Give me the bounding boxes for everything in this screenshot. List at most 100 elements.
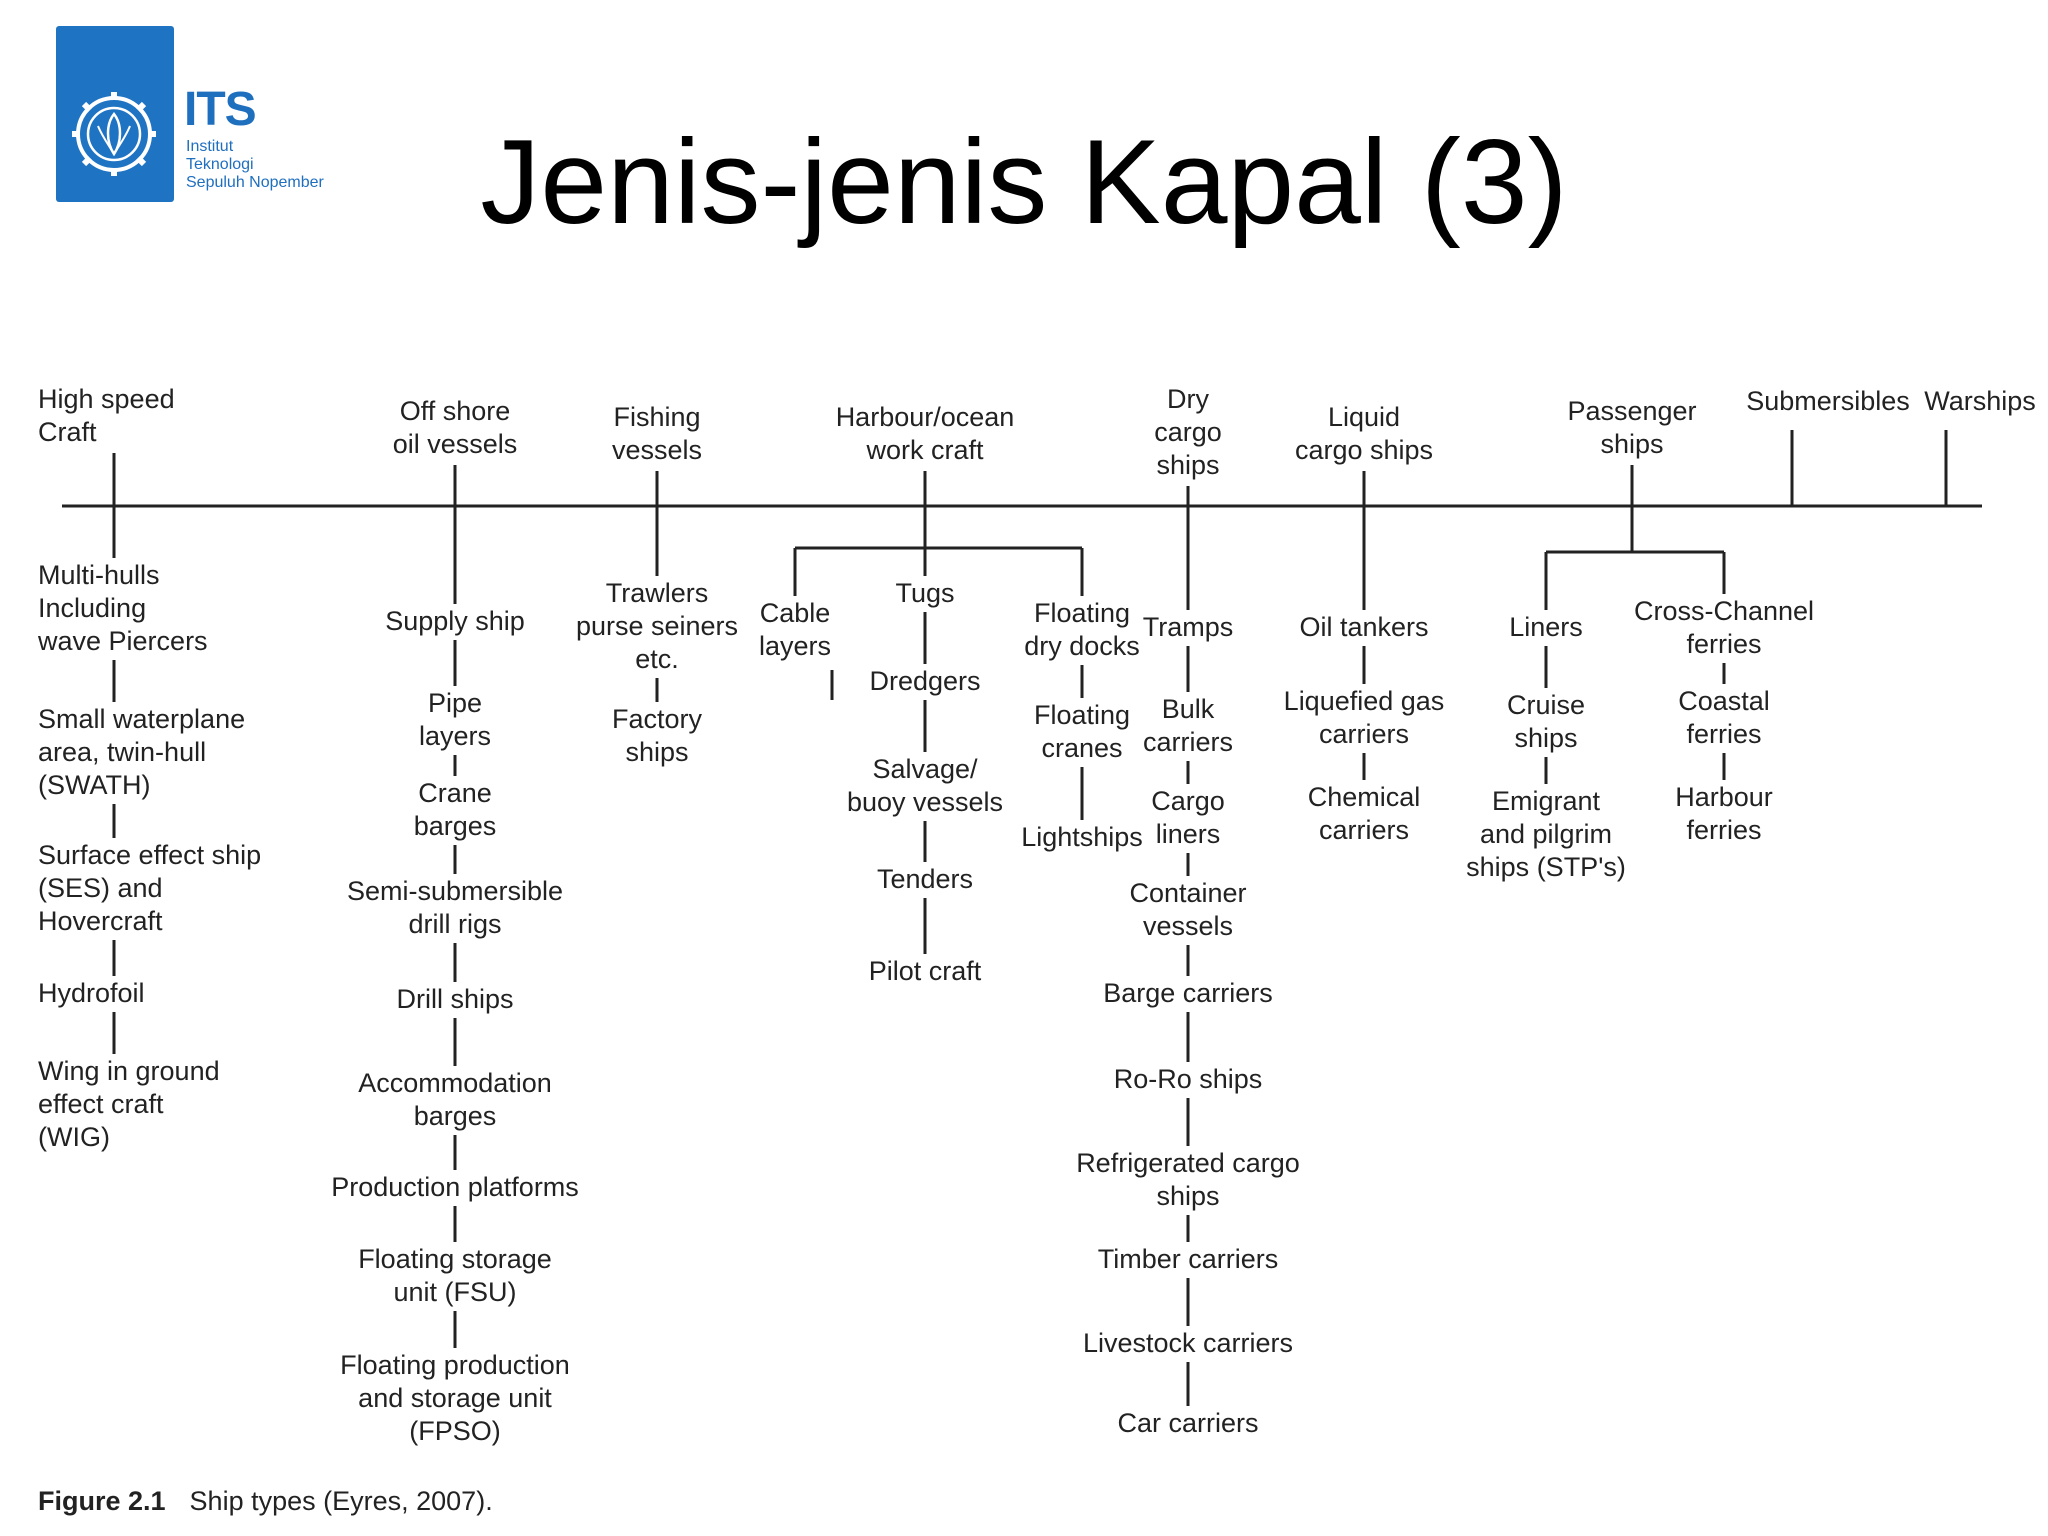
ship-type-item-line: Car carriers: [1117, 1408, 1258, 1438]
ship-type-item-line: Refrigerated cargo: [1076, 1148, 1300, 1178]
ship-type-item-line: liners: [1156, 819, 1221, 849]
ship-type-item-line: carriers: [1319, 815, 1409, 845]
ship-type-item-line: Pilot craft: [869, 956, 982, 986]
ship-type-item: Timber carriers: [1098, 1244, 1279, 1274]
category-label-line: Dry: [1167, 384, 1209, 414]
ship-type-item-line: Bulk: [1162, 694, 1215, 724]
ship-type-item: Barge carriers: [1103, 978, 1273, 1008]
ship-type-item: Lightships: [1021, 822, 1143, 852]
ship-type-item-line: Wing in ground: [38, 1056, 220, 1086]
logo-abbreviation: ITS: [184, 83, 257, 136]
ship-type-item: Livestock carriers: [1083, 1328, 1293, 1358]
ship-type-item-line: Chemical: [1308, 782, 1421, 812]
ship-type-item-line: Hovercraft: [38, 906, 163, 936]
ship-type-item-line: (SES) and: [38, 873, 163, 903]
ship-type-item: Supply ship: [385, 606, 525, 636]
ship-type-item-line: carriers: [1319, 719, 1409, 749]
ship-type-item-line: Multi-hulls: [38, 560, 160, 590]
ship-type-item-line: Production platforms: [331, 1172, 579, 1202]
ship-type-item-line: (WIG): [38, 1122, 110, 1152]
ship-type-item-line: Pipe: [428, 688, 482, 718]
category-label-line: ships: [1156, 450, 1219, 480]
ship-type-item-line: Dredgers: [869, 666, 980, 696]
ship-type-item-line: Cruise: [1507, 690, 1585, 720]
ship-type-item-line: Cable: [760, 598, 831, 628]
logo-name-line: Teknologi: [186, 156, 254, 173]
figure-number: Figure 2.1: [38, 1486, 166, 1516]
ship-type-item-line: Floating: [1034, 700, 1130, 730]
ship-type-item-line: layers: [419, 721, 491, 751]
category-label-line: Warships: [1924, 386, 2036, 416]
category-label-line: Craft: [38, 417, 97, 447]
ship-type-item-line: Timber carriers: [1098, 1244, 1279, 1274]
ship-type-item-line: Floating production: [340, 1350, 570, 1380]
ship-type-item-line: Emigrant: [1492, 786, 1601, 816]
ship-type-item-line: Liquefied gas: [1284, 686, 1445, 716]
ship-type-item-line: Ro-Ro ships: [1114, 1064, 1263, 1094]
ship-type-item-line: dry docks: [1024, 631, 1140, 661]
ship-type-item: Salvage/buoy vessels: [847, 754, 1003, 817]
ship-type-item-line: ships: [1514, 723, 1577, 753]
ship-type-item: Car carriers: [1117, 1408, 1258, 1438]
logo-name-line: Institut: [186, 138, 234, 155]
category-label-line: Harbour/ocean: [836, 402, 1015, 432]
ship-type-item-line: unit (FSU): [393, 1277, 516, 1307]
ship-type-item-line: Tenders: [877, 864, 973, 894]
ship-type-item-line: ships (STP's): [1466, 852, 1626, 882]
ship-type-item-line: (FPSO): [409, 1416, 501, 1446]
category-label-line: ships: [1600, 429, 1663, 459]
ship-type-item: Oil tankers: [1299, 612, 1428, 642]
ship-type-item-line: ferries: [1686, 629, 1761, 659]
ship-type-item-line: cranes: [1041, 733, 1122, 763]
ship-type-item-line: effect craft: [38, 1089, 164, 1119]
ship-type-item-line: Oil tankers: [1299, 612, 1428, 642]
ship-type-item-line: ships: [625, 737, 688, 767]
ship-type-item: Dredgers: [869, 666, 980, 696]
ship-type-item-line: vessels: [1143, 911, 1233, 941]
category-label-line: Off shore: [400, 396, 511, 426]
ship-type-item-line: and storage unit: [358, 1383, 552, 1413]
ship-type-item-line: and pilgrim: [1480, 819, 1612, 849]
category-label: Warships: [1924, 386, 2036, 416]
category-label-line: High speed: [38, 384, 175, 414]
ship-type-item: Ro-Ro ships: [1114, 1064, 1263, 1094]
ship-type-item-line: Coastal: [1678, 686, 1770, 716]
ship-type-item-line: barges: [414, 1101, 497, 1131]
ship-type-item-line: Container: [1129, 878, 1246, 908]
ship-type-item-line: Livestock carriers: [1083, 1328, 1293, 1358]
ship-type-item-line: Tugs: [895, 578, 954, 608]
ship-type-item: Tramps: [1143, 612, 1234, 642]
ship-type-item-line: wave Piercers: [37, 626, 208, 656]
ship-type-item-line: Semi-submersible: [347, 876, 563, 906]
ship-type-item-line: Surface effect ship: [38, 840, 261, 870]
category-label-line: Fishing: [613, 402, 700, 432]
ship-type-item-line: Salvage/: [872, 754, 978, 784]
ship-type-item-line: (SWATH): [38, 770, 150, 800]
ship-type-item-line: Barge carriers: [1103, 978, 1273, 1008]
